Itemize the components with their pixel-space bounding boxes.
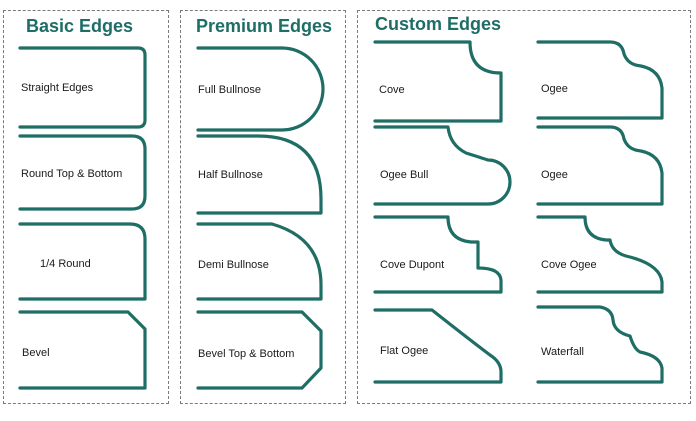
edge-label-ogee-bull: Ogee Bull [380,169,429,181]
bevel-profile [18,310,147,390]
bevel-top-bottom-profile [196,310,323,390]
edge-label-ogee-1: Ogee [541,83,568,95]
edge-label-flat-ogee: Flat Ogee [380,345,429,357]
cove-dupont-profile [373,215,503,294]
basic-edges-panel [3,10,169,404]
ogee-bull-profile [373,125,512,206]
ogee-profile-1 [536,40,664,120]
ogee-profile-2 [536,125,664,206]
half-bullnose-profile [196,134,323,215]
premium-edges-title: Premium Edges [196,16,333,36]
edge-label-full-bullnose: Full Bullnose [198,84,261,96]
custom-edges-title: Custom Edges [375,14,502,34]
full-bullnose-profile [196,46,325,132]
quarter-round-profile [18,222,147,301]
edge-label-straight-edges: Straight Edges [21,82,94,94]
edge-label-half-bullnose: Half Bullnose [198,169,263,181]
edge-label-bevel-top-bottom: Bevel Top & Bottom [198,348,295,360]
custom-edges-panel [357,10,691,404]
straight-edge-profile [18,46,147,129]
edge-label-bevel: Bevel [22,347,50,359]
waterfall-profile [536,305,664,384]
round-top-bottom-profile [18,134,147,211]
edge-label-cove: Cove [379,84,405,96]
edge-label-round-top-bottom: Round Top & Bottom [21,168,123,180]
edge-label-quarter-round: 1/4 Round [40,258,91,270]
cove-ogee-profile [536,215,664,294]
edge-label-cove-ogee: Cove Ogee [541,259,597,271]
edge-label-waterfall: Waterfall [541,346,584,358]
cove-profile [373,40,503,123]
premium-edges-panel [180,10,346,404]
flat-ogee-profile [373,308,503,384]
edge-label-demi-bullnose: Demi Bullnose [198,259,269,271]
edge-label-cove-dupont: Cove Dupont [380,259,445,271]
basic-edges-title: Basic Edges [26,16,134,36]
demi-bullnose-profile [196,222,323,301]
edge-label-ogee-2: Ogee [541,169,568,181]
